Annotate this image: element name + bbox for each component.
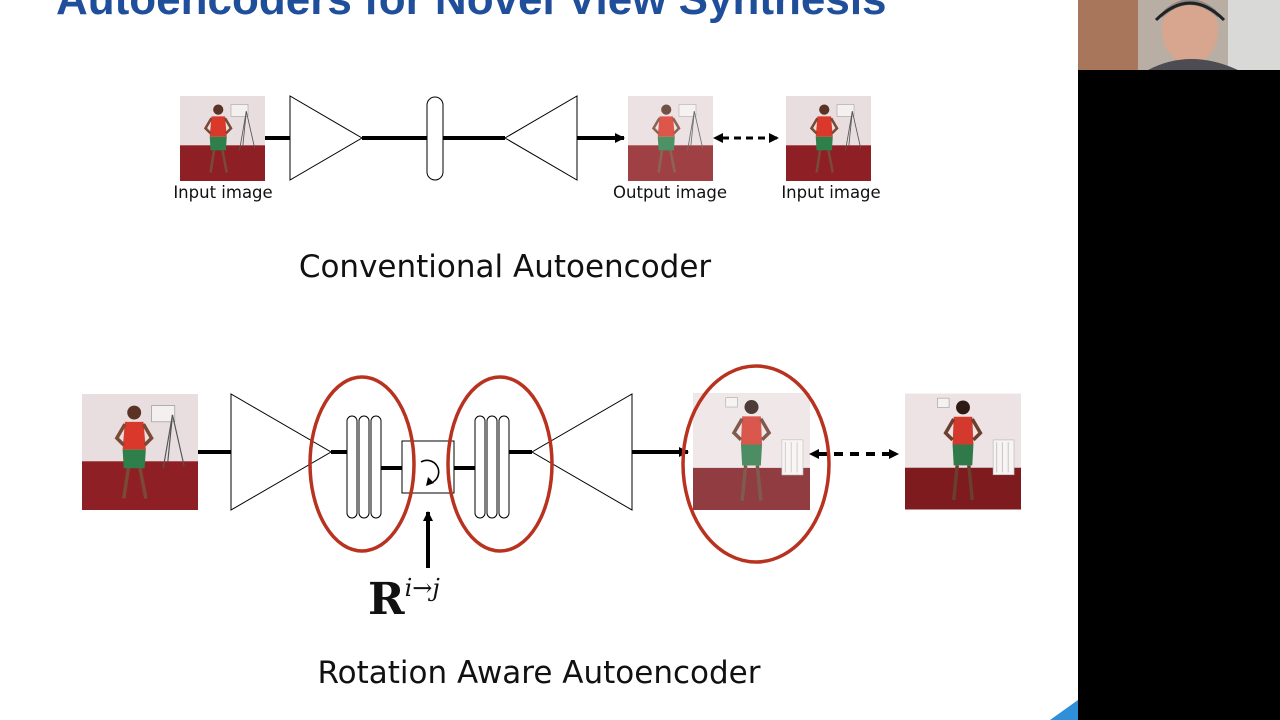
highlight-ellipse (446, 375, 554, 553)
target-image-photo (786, 96, 871, 181)
latent-capsules-right (474, 415, 510, 519)
encoder-triangle-icon (230, 393, 332, 511)
caption-input-image: Input image (173, 183, 273, 202)
rotation-title: Rotation Aware Autoencoder (317, 655, 761, 691)
output-image-photo (628, 96, 713, 181)
output-image-photo (693, 393, 810, 510)
slide: Autoencoders for Novel View Synthesis (0, 0, 1078, 720)
rotation-matrix-label: Ri→j (368, 574, 440, 625)
decoder-triangle-icon (504, 95, 578, 181)
corner-accent (1050, 700, 1078, 720)
diagram (82, 95, 1078, 720)
decoder-triangle-icon (531, 393, 633, 511)
highlight-ellipse (308, 375, 416, 553)
conventional-diagram (180, 95, 871, 181)
encoder-triangle-icon (289, 95, 363, 181)
input-image-photo (82, 394, 198, 510)
right-panel (1078, 70, 1280, 720)
caption-target-image: Input image (781, 183, 881, 202)
rotation-diagram (82, 364, 1021, 568)
conventional-title: Conventional Autoencoder (298, 249, 712, 285)
slide-title: Autoencoders for Novel View Synthesis (56, 0, 1066, 27)
latent-code-block (426, 96, 444, 181)
rotation-superscript: i→j (404, 574, 440, 602)
input-image-photo (180, 96, 265, 181)
target-image-photo (905, 393, 1021, 510)
webcam-video (1078, 0, 1280, 70)
highlight-ellipse (681, 364, 831, 564)
rotation-symbol: R (368, 574, 405, 625)
rotation-icon (420, 459, 440, 486)
latent-capsules-left (346, 415, 382, 519)
caption-output-image: Output image (613, 183, 727, 202)
